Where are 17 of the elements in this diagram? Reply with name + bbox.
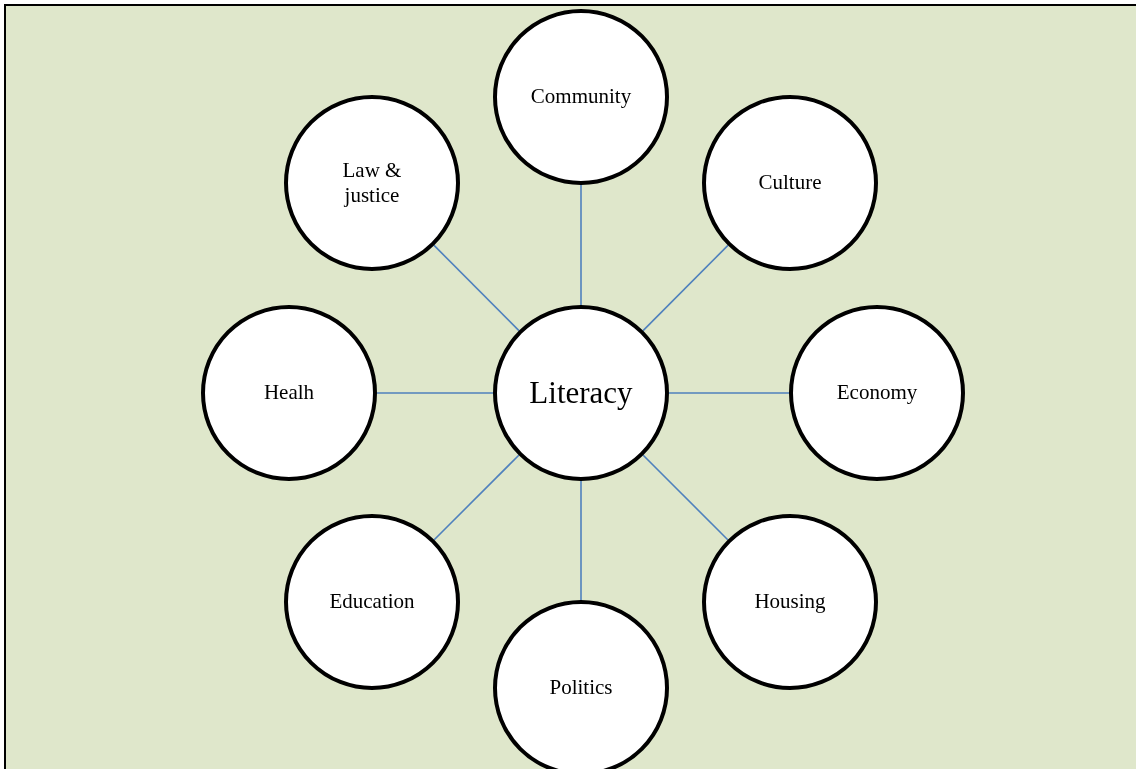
node-label: Culture (758, 170, 822, 196)
node-label: Politics (549, 675, 613, 701)
node-label: Housing (754, 589, 826, 615)
connector-line (668, 392, 790, 394)
node-label: Literacy (529, 374, 633, 412)
connector-line (642, 244, 729, 332)
node-label: Healh (263, 380, 315, 406)
node-label: Education (329, 589, 415, 615)
connector-line (376, 392, 494, 394)
connector-line (433, 244, 520, 332)
node-label: Economy (836, 380, 918, 406)
connector-line (642, 454, 729, 541)
node-label: Law & justice (341, 157, 403, 209)
connector-line (580, 480, 582, 601)
connector-line (580, 184, 582, 306)
connector-line (433, 454, 520, 541)
node-label: Community (530, 84, 632, 110)
